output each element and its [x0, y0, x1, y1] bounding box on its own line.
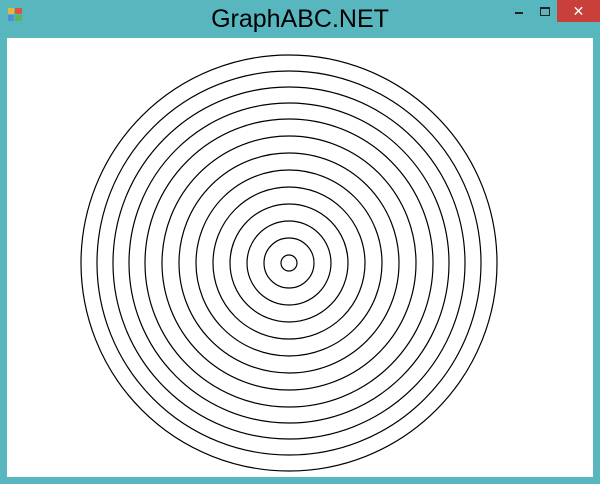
circle-7	[178, 152, 400, 374]
drawing-canvas	[7, 38, 593, 477]
circle-2	[263, 237, 315, 289]
circle-13	[80, 54, 498, 472]
close-icon: ✕	[572, 2, 585, 19]
circle-1	[280, 254, 298, 272]
circle-11	[112, 86, 466, 440]
maximize-button[interactable]	[534, 0, 556, 22]
app-icon	[8, 8, 22, 21]
close-button[interactable]: ✕	[557, 0, 600, 22]
minimize-button[interactable]	[508, 0, 530, 22]
title-bar[interactable]: GraphABC.NET ✕	[0, 0, 600, 38]
circle-12	[96, 70, 482, 456]
circle-6	[195, 169, 383, 357]
circle-10	[128, 102, 450, 424]
concentric-circles-drawing	[80, 54, 498, 472]
circle-9	[144, 118, 434, 408]
circle-4	[229, 203, 349, 323]
minimize-icon	[515, 12, 523, 14]
circle-8	[161, 135, 417, 391]
circle-5	[212, 186, 366, 340]
window-title: GraphABC.NET	[211, 5, 389, 33]
circle-3	[246, 220, 332, 306]
maximize-icon	[540, 6, 550, 16]
